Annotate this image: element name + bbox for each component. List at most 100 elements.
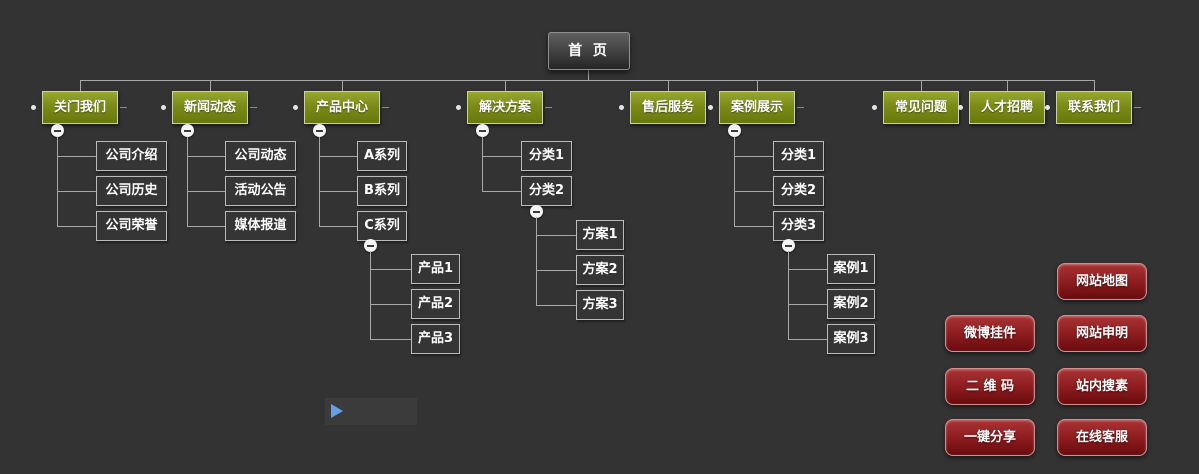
node-about[interactable]: 关门我们 bbox=[42, 91, 118, 124]
btn-site-statement[interactable]: 网站申明 bbox=[1057, 315, 1147, 352]
connector-line bbox=[187, 226, 225, 227]
node-case-category-2[interactable]: 分类2 bbox=[773, 176, 824, 206]
connector-line bbox=[370, 339, 411, 340]
node-product-2[interactable]: 产品2 bbox=[411, 289, 460, 319]
collapse-toggle-icon[interactable] bbox=[476, 124, 489, 137]
node-right-tick bbox=[1134, 107, 1141, 108]
node-plan-2[interactable]: 方案2 bbox=[576, 255, 624, 285]
connector-line bbox=[187, 137, 188, 226]
connector-line bbox=[668, 80, 669, 91]
collapse-toggle-icon[interactable] bbox=[782, 239, 795, 252]
btn-one-click-share[interactable]: 一键分享 bbox=[945, 419, 1035, 456]
connector-line bbox=[482, 137, 483, 191]
connector-line bbox=[921, 80, 922, 91]
node-contact[interactable]: 联系我们 bbox=[1056, 91, 1132, 124]
node-case-1[interactable]: 案例1 bbox=[827, 254, 875, 284]
connector-line bbox=[788, 304, 827, 305]
connector-line bbox=[57, 191, 96, 192]
connector-line bbox=[734, 137, 735, 226]
node-plan-1[interactable]: 方案1 bbox=[576, 220, 624, 250]
minus-icon bbox=[785, 245, 792, 247]
node-plan-3[interactable]: 方案3 bbox=[576, 290, 624, 320]
node-bullet-dot bbox=[619, 105, 624, 110]
collapse-toggle-icon[interactable] bbox=[181, 124, 194, 137]
minus-icon bbox=[731, 130, 738, 132]
connector-line bbox=[187, 191, 225, 192]
connector-line bbox=[342, 80, 343, 91]
btn-online-service[interactable]: 在线客服 bbox=[1057, 419, 1147, 456]
connector-line bbox=[57, 226, 96, 227]
connector-line bbox=[1007, 80, 1008, 91]
node-series-c[interactable]: C系列 bbox=[357, 211, 407, 241]
btn-site-search[interactable]: 站内搜素 bbox=[1057, 368, 1147, 405]
btn-weibo-widget[interactable]: 微博挂件 bbox=[945, 315, 1035, 352]
btn-sitemap[interactable]: 网站地图 bbox=[1057, 263, 1147, 300]
minus-icon bbox=[316, 130, 323, 132]
flash-player-bar[interactable] bbox=[325, 398, 417, 425]
minus-icon bbox=[479, 130, 486, 132]
connector-line bbox=[187, 156, 225, 157]
collapse-toggle-icon[interactable] bbox=[728, 124, 741, 137]
connector-line bbox=[788, 339, 827, 340]
node-case-3[interactable]: 案例3 bbox=[827, 324, 875, 354]
node-case-category-1[interactable]: 分类1 bbox=[773, 141, 824, 171]
collapse-toggle-icon[interactable] bbox=[51, 124, 64, 137]
node-company-intro[interactable]: 公司介绍 bbox=[96, 141, 167, 171]
connector-line bbox=[734, 191, 773, 192]
node-right-tick bbox=[545, 107, 552, 108]
node-cases[interactable]: 案例展示 bbox=[719, 91, 795, 124]
node-series-b[interactable]: B系列 bbox=[357, 176, 407, 206]
connector-line bbox=[319, 191, 357, 192]
connector-line bbox=[319, 137, 320, 226]
node-case-category-3[interactable]: 分类3 bbox=[773, 211, 824, 241]
node-right-tick bbox=[120, 107, 127, 108]
node-right-tick bbox=[382, 107, 389, 108]
node-bullet-dot bbox=[708, 105, 713, 110]
btn-qrcode[interactable]: 二 维 码 bbox=[945, 368, 1035, 405]
node-jobs[interactable]: 人才招聘 bbox=[969, 91, 1045, 124]
node-company-honor[interactable]: 公司荣誉 bbox=[96, 211, 167, 241]
node-solution-category-2[interactable]: 分类2 bbox=[521, 176, 572, 206]
node-solutions[interactable]: 解决方案 bbox=[467, 91, 543, 124]
node-solution-category-1[interactable]: 分类1 bbox=[521, 141, 572, 171]
node-bullet-dot bbox=[872, 105, 877, 110]
node-bullet-dot bbox=[293, 105, 298, 110]
connector-line bbox=[788, 251, 789, 339]
connector-line bbox=[210, 80, 211, 91]
minus-icon bbox=[533, 211, 540, 213]
node-series-a[interactable]: A系列 bbox=[357, 141, 407, 171]
node-product-3[interactable]: 产品3 bbox=[411, 324, 460, 354]
node-faq[interactable]: 常见问题 bbox=[883, 91, 959, 124]
node-media-report[interactable]: 媒体报道 bbox=[225, 211, 296, 241]
node-home[interactable]: 首 页 bbox=[548, 32, 630, 70]
connector-line bbox=[536, 217, 537, 305]
connector-line bbox=[788, 269, 827, 270]
collapse-toggle-icon[interactable] bbox=[364, 239, 377, 252]
node-news[interactable]: 新闻动态 bbox=[172, 91, 248, 124]
node-company-news[interactable]: 公司动态 bbox=[225, 141, 296, 171]
node-products[interactable]: 产品中心 bbox=[304, 91, 380, 124]
connector-line bbox=[536, 235, 576, 236]
collapse-toggle-icon[interactable] bbox=[313, 124, 326, 137]
connector-line bbox=[370, 304, 411, 305]
node-company-history[interactable]: 公司历史 bbox=[96, 176, 167, 206]
node-activity-notice[interactable]: 活动公告 bbox=[225, 176, 296, 206]
node-right-tick bbox=[797, 107, 804, 108]
connector-line bbox=[536, 270, 576, 271]
node-after-sales[interactable]: 售后服务 bbox=[630, 91, 706, 124]
node-bullet-dot bbox=[1045, 105, 1050, 110]
minus-icon bbox=[54, 130, 61, 132]
minus-icon bbox=[367, 245, 374, 247]
node-bullet-dot bbox=[31, 105, 36, 110]
connector-line bbox=[370, 269, 411, 270]
connector-line bbox=[734, 156, 773, 157]
connector-line bbox=[482, 156, 521, 157]
play-icon[interactable] bbox=[331, 404, 343, 418]
node-right-tick bbox=[250, 107, 257, 108]
connector-line bbox=[757, 80, 758, 91]
node-product-1[interactable]: 产品1 bbox=[411, 254, 460, 284]
minus-icon bbox=[184, 130, 191, 132]
collapse-toggle-icon[interactable] bbox=[530, 205, 543, 218]
node-case-2[interactable]: 案例2 bbox=[827, 289, 875, 319]
